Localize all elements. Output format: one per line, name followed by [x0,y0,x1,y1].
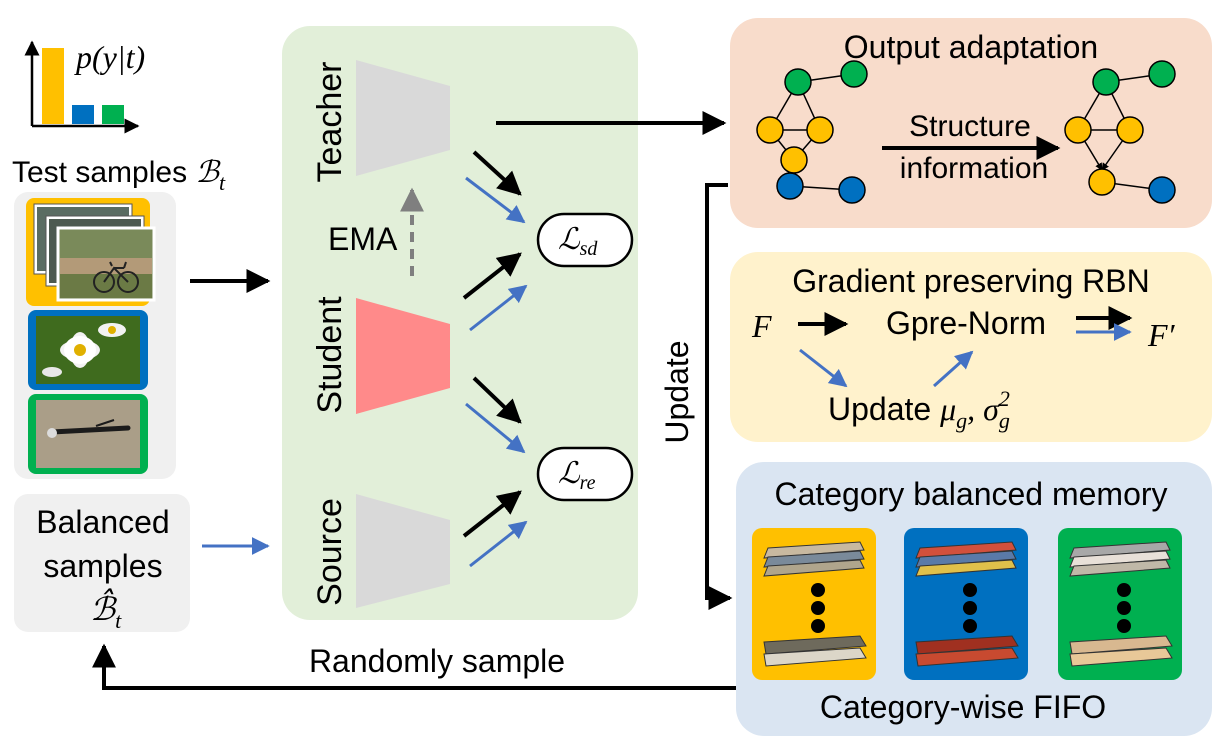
update-connector [705,183,733,610]
class-distribution-histogram: p(y|t) [24,39,145,134]
memory-image [915,550,1017,568]
arrow-student-sd-black [462,252,522,300]
randomly-sample-label: Randomly sample [309,643,565,679]
memory-stack-1 [752,528,876,680]
node-yellow-2 [806,116,834,144]
student-label: Student [311,296,349,414]
node-green-2 [840,60,868,88]
loss-re-bubble [536,446,634,502]
memory-image [763,559,865,577]
arrow-student-re-blue [465,402,526,454]
histogram-bar-2 [72,105,94,124]
test-sample-green [28,394,148,474]
ellipsis-dot [963,619,977,633]
teacher-label: Teacher [311,62,349,183]
node-yellow-3 [780,146,808,174]
memory-stack-2 [904,528,1028,680]
node-yellow-4 [1064,116,1092,144]
histogram-bar-3 [102,105,124,124]
memory-image [915,635,1019,655]
ellipsis-dot [1117,619,1131,633]
source-network [356,494,450,608]
ellipsis-dot [811,619,825,633]
ellipsis-dot [963,601,977,615]
arrow-student-re-black [472,376,522,424]
teacher-network [356,60,450,176]
memory-title: Category balanced memory [774,476,1167,512]
node-yellow-1 [756,116,784,144]
memory-footer: Category-wise FIFO [820,689,1106,725]
balanced-samples-line2: samples [43,548,162,584]
graph-after [1064,60,1176,204]
student-network [356,298,450,414]
histogram-label: p(y|t) [74,39,145,75]
ellipsis-dot [811,583,825,597]
arrow-f-to-update [799,348,848,388]
histogram-bar-1 [42,48,64,124]
memory-image [915,541,1017,559]
node-green-1 [784,68,812,96]
test-sample-blue [28,310,148,390]
memory-image [1069,647,1173,667]
ellipsis-dot [963,583,977,597]
bicycle-icon [93,261,139,293]
pen-icon [47,419,131,438]
memory-image [763,550,865,568]
memory-stacks [752,528,1182,680]
ellipsis-dot [1117,601,1131,615]
ellipsis-dot [1117,583,1131,597]
information-label: information [900,152,1048,185]
memory-image [763,647,867,667]
rbn-output-f-prime: F′ [1147,317,1176,353]
test-samples-label: Test samples ℬt [12,156,226,195]
memory-image [1069,550,1171,568]
histogram-bars [42,48,124,124]
rbn-panel [730,252,1212,442]
graph-before [756,60,868,204]
randomly-sample-arrow [92,643,736,690]
arrow-teacher-sd-blue [465,176,526,224]
test-sample-yellow [26,198,156,306]
source-label: Source [311,498,349,606]
gpre-norm-label: Gpre-Norm [886,305,1046,341]
update-label-bg [656,318,696,466]
update-label: Update [659,340,695,443]
loss-re-text: ℒre [558,457,596,494]
arrow-source-re-black [462,490,522,538]
node-blue-3 [1148,176,1176,204]
memory-image [915,647,1019,667]
node-yellow-5 [1116,116,1144,144]
arrow-teacher-sd-black [472,150,522,196]
ellipsis-dot [811,601,825,615]
memory-image [915,559,1017,577]
loss-sd-text: ℒsd [558,223,598,260]
arrow-student-sd-blue [469,284,528,332]
ema-label: EMA [328,221,398,257]
memory-image [1069,541,1171,559]
node-yellow-6 [1088,168,1116,196]
node-blue-1 [776,172,804,200]
balanced-samples-line1: Balanced [36,504,169,540]
node-green-3 [1092,68,1120,96]
balanced-samples-panel [14,494,190,632]
loss-sd-bubble [536,212,634,268]
arrow-source-re-blue [469,520,528,568]
structure-label: Structure [909,110,1031,143]
memory-image [763,635,867,655]
memory-image [763,541,865,559]
rbn-input-f: F [751,308,772,344]
node-green-4 [1148,60,1176,88]
update-stats-label: Update μg, σg2 [828,386,1010,433]
node-blue-2 [838,176,866,204]
memory-stack-3 [1058,528,1182,680]
rbn-title: Gradient preserving RBN [792,263,1149,299]
daisy-icon [42,323,126,377]
balanced-samples-math: ℬ̂t [90,588,122,633]
output-adaptation-title: Output adaptation [844,29,1098,65]
arrow-update-to-norm [932,350,974,388]
memory-image [1069,559,1171,577]
memory-image [1069,635,1173,655]
